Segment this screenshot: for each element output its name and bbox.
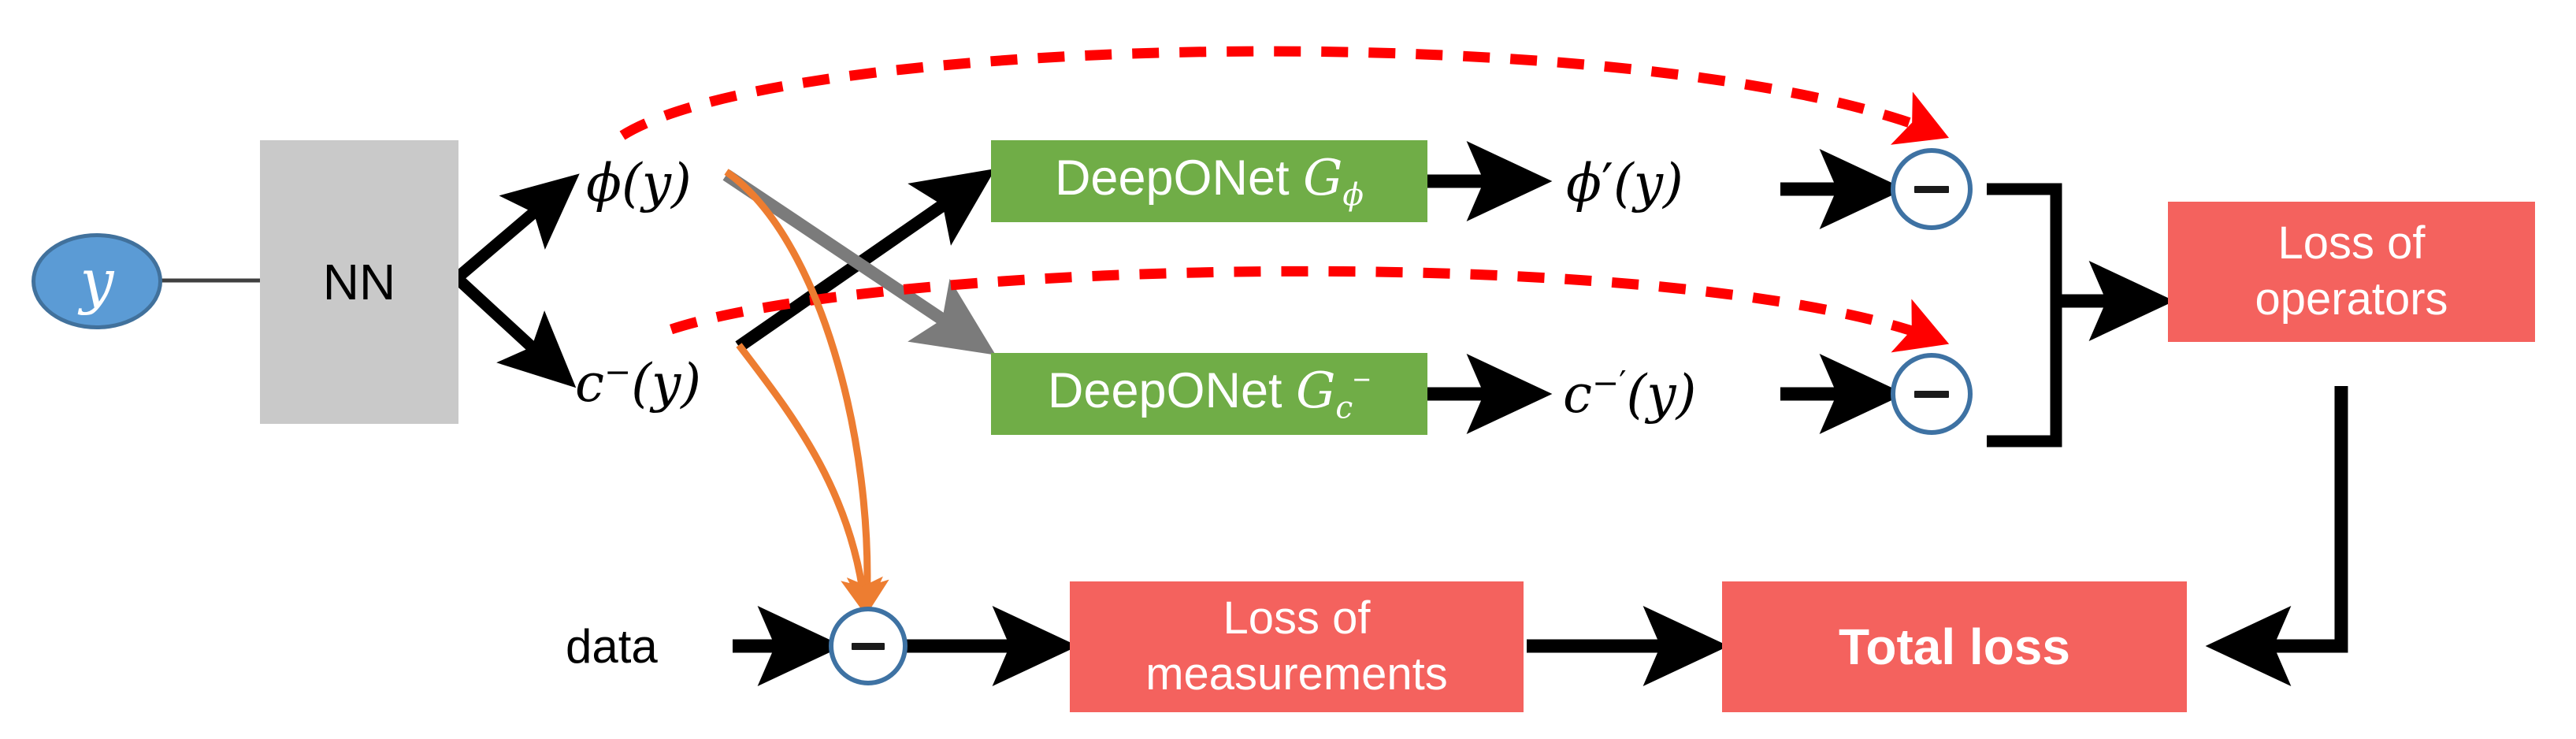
total-loss-box[interactable]: Total loss xyxy=(1722,581,2187,712)
minus-operator-phi[interactable] xyxy=(1891,148,1973,230)
input-node-y[interactable]: y xyxy=(32,233,162,329)
input-node-label: y xyxy=(80,246,114,316)
phi-output-label: ϕ(y) xyxy=(586,152,692,214)
edge-nn-to-phi xyxy=(453,173,580,283)
edge-phi-to-minus-data xyxy=(724,169,889,615)
loss-of-measurements-line2: measurements xyxy=(1145,648,1448,700)
loss-of-measurements-line1: Loss of xyxy=(1223,592,1371,644)
deeponet-phi-box[interactable]: DeepONet Gϕ xyxy=(991,140,1427,222)
minus-sign-icon xyxy=(851,642,885,650)
edge-phi-to-deeponet-c xyxy=(722,169,996,355)
deeponet-c-minus-box[interactable]: DeepONet Gc− xyxy=(991,353,1427,435)
neural-network-box[interactable]: NN xyxy=(260,140,458,424)
deeponet-phi-prefix: DeepONet xyxy=(1054,150,1304,206)
loss-of-operators-line1: Loss of xyxy=(2277,217,2426,269)
minus-sign-icon xyxy=(1913,185,1950,193)
loss-of-measurements-box[interactable]: Loss of measurements xyxy=(1070,581,1524,712)
phi-prediction-label: ϕ′(y) xyxy=(1566,152,1683,214)
edge-phi-feedback-dashed xyxy=(619,46,1950,145)
loss-of-operators-box[interactable]: Loss of operators xyxy=(2168,202,2535,342)
edge-c-to-minus-data xyxy=(736,343,883,615)
neural-network-label: NN xyxy=(322,254,396,310)
minus-sign-icon xyxy=(1913,390,1950,398)
minus-operator-data[interactable] xyxy=(829,607,908,685)
total-loss-label: Total loss xyxy=(1839,618,2070,675)
edge-minuses-to-loss-operators xyxy=(1987,183,2062,447)
deeponet-c-prefix: DeepONet xyxy=(1047,363,1297,419)
data-label: data xyxy=(566,619,658,673)
c-minus-output-label: c−(y) xyxy=(575,352,702,414)
edge-nn-to-c xyxy=(452,273,577,388)
c-minus-prediction-label: c−′(y) xyxy=(1563,363,1697,425)
loss-of-operators-line2: operators xyxy=(2255,273,2448,325)
edge-c-feedback-dashed xyxy=(669,266,1950,353)
minus-operator-c-minus[interactable] xyxy=(1891,353,1973,435)
edge-loss-operators-to-total xyxy=(2205,386,2348,686)
